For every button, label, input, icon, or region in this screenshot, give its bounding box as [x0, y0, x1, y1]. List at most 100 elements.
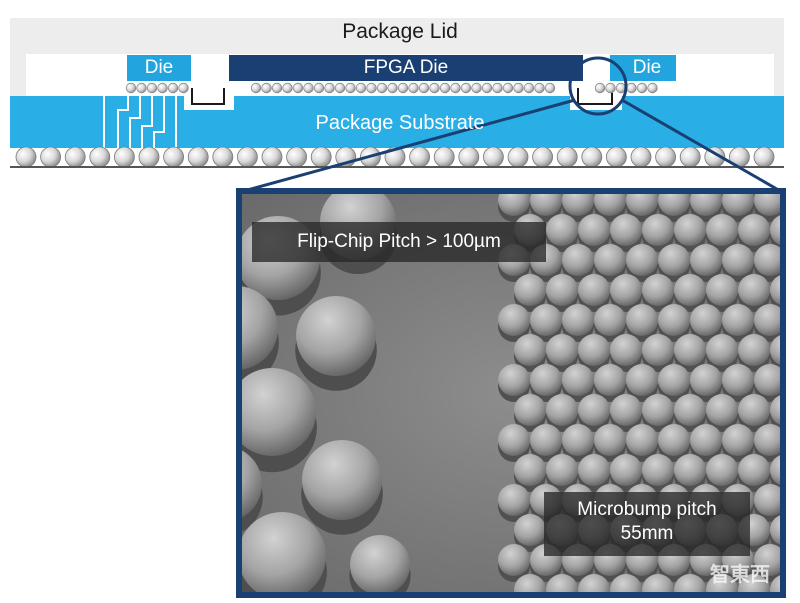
package-lid-label: Package Lid — [342, 20, 458, 43]
microbump-shadow — [786, 370, 800, 402]
microbump-sem — [642, 454, 674, 486]
flip-chip-bump — [242, 368, 316, 456]
microbump-sem — [706, 394, 738, 426]
watermark-logo: 智東西 — [710, 564, 770, 586]
zoom-frame — [236, 188, 786, 598]
microbump-sem — [674, 274, 706, 306]
microbump-sem — [674, 394, 706, 426]
microbump-sem — [786, 364, 800, 396]
microbump-sem — [594, 194, 626, 216]
microbump-sem — [770, 215, 780, 245]
microbump-sem — [690, 194, 722, 216]
microbump-sem — [642, 574, 674, 592]
microbump-sem — [706, 454, 738, 486]
microbump — [282, 82, 293, 94]
bga-ball — [138, 146, 160, 168]
bga-ball — [753, 146, 775, 168]
microbump-sem — [642, 334, 674, 366]
microbump-sem — [546, 274, 578, 306]
microbump-sem — [786, 304, 800, 336]
microbump — [481, 82, 493, 94]
bga-ball — [236, 146, 258, 168]
microbump — [471, 82, 482, 94]
microbump-sem — [754, 424, 780, 456]
microbump — [303, 82, 314, 94]
microbump-sem — [738, 214, 770, 246]
bga-ball — [482, 146, 504, 168]
bga-ball — [40, 146, 61, 168]
microbump-sem — [658, 194, 690, 216]
microbump-sem — [626, 304, 658, 336]
microbump-sem — [738, 454, 770, 486]
microbump — [626, 82, 637, 94]
microbump — [261, 82, 272, 94]
bga-ball — [261, 146, 283, 168]
flip-chip-bump — [242, 286, 278, 370]
microbump-sem — [610, 454, 642, 486]
fpga-die-label: FPGA Die — [363, 57, 449, 78]
bga-ball — [310, 146, 332, 168]
microbump-sem — [610, 394, 642, 426]
bga-ball — [655, 146, 676, 168]
microbump-sem — [754, 304, 780, 336]
microbump-sem — [546, 454, 578, 486]
bga-ball — [581, 146, 603, 168]
package-substrate-label: Package Substrate — [315, 112, 485, 134]
microbump — [125, 82, 137, 94]
microbump — [292, 82, 304, 94]
microbump-sem — [498, 544, 530, 576]
microbump-sem — [690, 244, 722, 276]
microbump-sem — [626, 244, 658, 276]
microbump-sem — [578, 394, 610, 426]
microbump-sem — [754, 544, 780, 576]
microbump — [355, 82, 367, 94]
microbump-sem — [786, 484, 800, 516]
microbump-sem — [530, 194, 562, 216]
microbump — [513, 82, 524, 94]
microbump-sem — [546, 574, 578, 592]
microbump-sem — [530, 424, 562, 456]
microbump-sem — [594, 424, 626, 456]
microbump-sem — [786, 244, 800, 276]
microbump-sem — [706, 334, 738, 366]
microbump-row — [125, 82, 658, 94]
microbump-sem — [722, 194, 754, 216]
bga-ball — [532, 146, 553, 168]
microbump-shadow — [786, 310, 800, 342]
microbump — [250, 82, 262, 94]
microbump — [544, 82, 556, 94]
microbump-sem — [642, 274, 674, 306]
microbump — [450, 82, 461, 94]
flipchip-pitch-label: Flip-Chip Pitch > 100µm — [297, 231, 501, 252]
microbump-sem — [514, 334, 546, 366]
microbump-sem — [594, 364, 626, 396]
microbump-sem — [754, 484, 780, 516]
microbump-sem — [770, 575, 780, 592]
microbump-sem — [610, 334, 642, 366]
flip-chip-bump — [242, 512, 326, 592]
microbump-sem — [690, 364, 722, 396]
microbump-sem — [546, 334, 578, 366]
bga-ball — [606, 146, 627, 168]
microbump-sem — [562, 244, 594, 276]
microbump — [492, 82, 503, 94]
microbump-sem — [610, 574, 642, 592]
microbump — [594, 82, 606, 94]
bga-ball — [556, 146, 578, 168]
microbump — [647, 82, 658, 94]
bga-ball — [114, 146, 135, 168]
microbump-sem — [562, 364, 594, 396]
flip-chip-bump — [302, 440, 382, 520]
microbump-sem — [722, 304, 754, 336]
microbump-sem — [770, 395, 780, 425]
microbump-sem — [594, 244, 626, 276]
microbump-sem — [658, 304, 690, 336]
microbump-sem — [786, 424, 800, 456]
microbump-pitch-label: Microbump pitch — [577, 499, 717, 520]
flipchip-pitch-caption: Flip-Chip Pitch > 100µm — [252, 222, 546, 262]
microbump-sem — [722, 364, 754, 396]
microbump — [157, 82, 168, 94]
microbump — [345, 82, 356, 94]
microbump-sem — [562, 304, 594, 336]
